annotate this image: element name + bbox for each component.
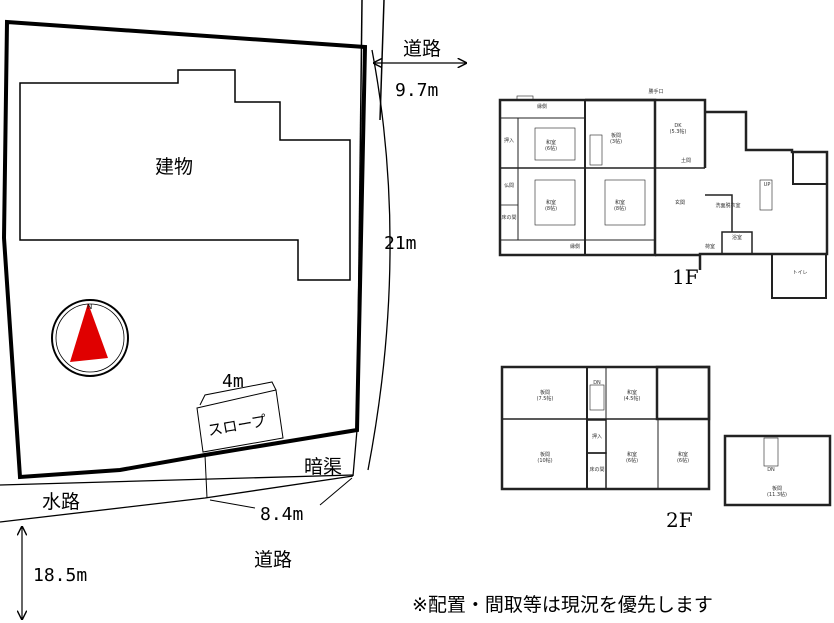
floor-1-label: 1F <box>672 265 699 289</box>
lot-boundary <box>1 19 368 480</box>
building-label: 建物 <box>155 156 194 178</box>
compass-north-label: N <box>87 303 93 311</box>
room-label: 勝手口 <box>648 89 664 95</box>
road-bottom-label: 道路 <box>254 549 293 571</box>
road-bottom-width: 18.5m <box>33 565 88 586</box>
slope-outline <box>196 389 284 453</box>
room-label: 押入 <box>591 434 603 440</box>
room-label: 板間 (3帖) <box>609 133 623 145</box>
room-label: 和室 (8帖) <box>544 200 558 212</box>
road-top-width: 9.7m <box>395 80 439 101</box>
building-outline <box>19 69 351 281</box>
room-label: DK (5.3帖) <box>669 123 687 135</box>
room-label: トイレ <box>792 270 808 276</box>
floor-plan-1f <box>498 95 829 299</box>
road-edge <box>204 454 208 499</box>
compass-icon <box>51 299 129 377</box>
room-label: 浴室 <box>731 235 743 241</box>
room-label: 板間 (7.5帖) <box>536 390 554 402</box>
room-label: 和室 (6帖) <box>676 452 690 464</box>
room-label: 洗面脱衣室 <box>715 203 741 209</box>
room-label: DN <box>767 467 775 473</box>
room-label: 押入 <box>503 138 515 144</box>
room-label: 和室 (4.5帖) <box>623 390 641 402</box>
east-length: 21m <box>384 233 417 254</box>
culvert-edge <box>352 429 358 477</box>
slope-width: 4m <box>222 371 244 392</box>
room-label: 縁側 <box>569 244 581 250</box>
room-label: 和室 (6帖) <box>625 452 639 464</box>
room-label: 縁側 <box>536 104 548 110</box>
slope-dimension <box>199 381 277 406</box>
room-label: 床の間 <box>589 467 605 473</box>
waterway-label: 水路 <box>42 491 81 513</box>
culvert-label: 暗渠 <box>304 456 343 478</box>
road-top-label: 道路 <box>403 38 442 60</box>
south-dimension-line <box>209 477 353 509</box>
room-label: DN <box>593 380 601 386</box>
room-label: 床の間 <box>501 215 517 221</box>
room-label: 荷室 <box>704 244 716 250</box>
road-edge <box>367 49 391 471</box>
room-label: 仏間 <box>503 183 515 189</box>
disclaimer-note: ※配置・間取等は現況を優先します <box>412 594 713 616</box>
room-label: 土間 <box>680 158 692 164</box>
floor-2-label: 2F <box>666 508 693 532</box>
south-length: 8.4m <box>260 504 304 525</box>
room-label: 和室 (8帖) <box>613 200 627 212</box>
floor-plan-2f <box>500 365 832 507</box>
waterway-edge <box>0 474 354 486</box>
road-edge <box>0 475 354 523</box>
room-label: 板間 (10帖) <box>537 452 553 464</box>
room-label: 和室 (6帖) <box>544 140 558 152</box>
room-label: 玄関 <box>674 200 686 206</box>
room-label: 板間 (11.3帖) <box>766 486 788 498</box>
room-label: UP <box>763 182 771 188</box>
road-edge <box>356 0 363 431</box>
